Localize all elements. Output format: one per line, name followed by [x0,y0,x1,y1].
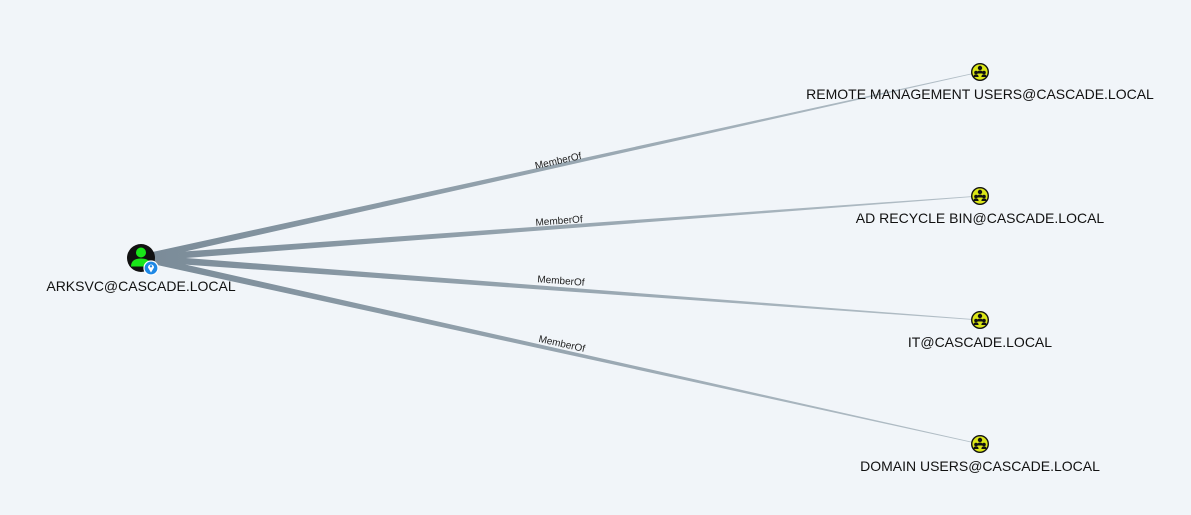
owned-marker-icon [143,260,159,276]
group-icon [971,187,989,205]
node-label: REMOTE MANAGEMENT USERS@CASCADE.LOCAL [806,86,1154,102]
edge-label: MemberOf [535,214,583,228]
group-icon [971,435,989,453]
node-label: AD RECYCLE BIN@CASCADE.LOCAL [856,210,1105,226]
node-group-it[interactable]: IT@CASCADE.LOCAL [908,311,1052,350]
edge-memberof-it[interactable]: MemberOf [141,254,980,321]
edge-memberof-ad-recycle-bin[interactable]: MemberOf [141,195,980,262]
edges: MemberOf MemberOf MemberOf MemberOf [141,71,980,445]
node-user-arksvc[interactable]: ARKSVC@CASCADE.LOCAL [46,244,236,294]
node-group-domain-users[interactable]: DOMAIN USERS@CASCADE.LOCAL [860,435,1100,474]
node-label: DOMAIN USERS@CASCADE.LOCAL [860,458,1100,474]
group-icon [971,311,989,329]
edge-label: MemberOf [537,274,585,288]
edge-label: MemberOf [534,151,583,172]
node-group-ad-recycle-bin[interactable]: AD RECYCLE BIN@CASCADE.LOCAL [856,187,1105,226]
node-label: ARKSVC@CASCADE.LOCAL [46,278,235,294]
node-group-remote-management-users[interactable]: REMOTE MANAGEMENT USERS@CASCADE.LOCAL [806,63,1154,102]
group-icon [971,63,989,81]
node-label: IT@CASCADE.LOCAL [908,334,1052,350]
